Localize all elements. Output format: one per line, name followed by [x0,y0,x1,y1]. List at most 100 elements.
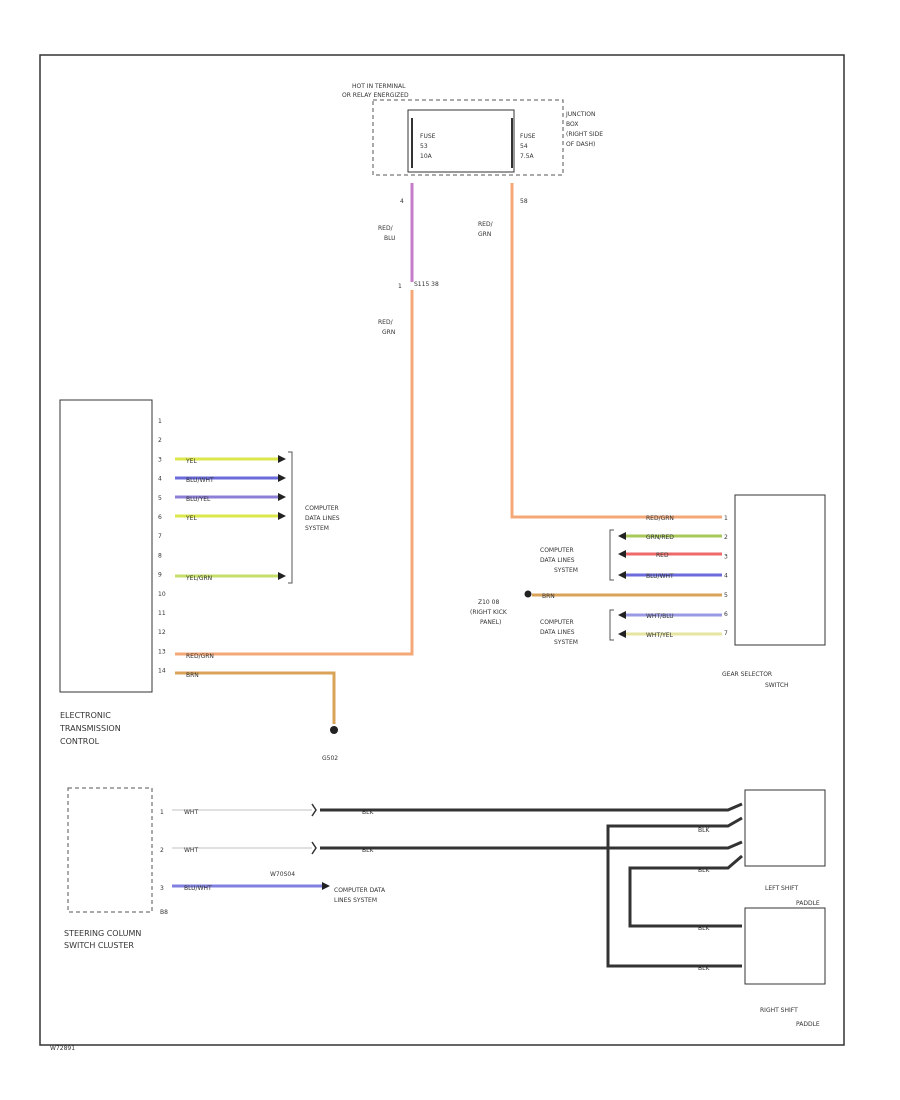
diagram-frame [39,54,845,1046]
etc-wire-label-pin13: RED/GRN [186,653,214,660]
steering-cluster-outline [67,787,153,913]
wire-blk-left-paddle-2 [320,840,743,850]
etc-label-3: CONTROL [60,737,100,746]
splice-label: S115 38 [414,281,439,288]
etc-pin-7: 7 [158,533,162,540]
wire-blk-left-paddle-1 [320,802,743,812]
gear-data-bracket-bottom [609,609,614,641]
etc-wire-label-pin5: BLU/YEL [186,496,211,503]
etc-arrow-pin3 [278,455,286,463]
left-paddle-label-2: PADDLE [796,900,820,907]
gear-arrow-pin3 [618,550,626,558]
junction-label-2: BOX [566,121,578,128]
gear-pin-2: 2 [724,534,728,541]
gear-data-bottom-label-1: COMPUTER [540,619,574,626]
gear-data-top-label-3: SYSTEM [554,567,578,574]
etc-pin-2: 2 [158,437,162,444]
steering-label-1: STEERING COLUMN [64,929,141,938]
steering-data-connector: W70S04 [270,871,295,878]
gear-data-top-label-1: COMPUTER [540,547,574,554]
etc-pin-5: 5 [158,495,162,502]
steering-block-pin: B8 [160,909,168,916]
gear-wire-label-3: RED [656,552,669,559]
gear-wire-label-6: WHT/BLU [646,613,674,620]
gear-pin-7: 7 [724,630,728,637]
wire-red-grn-gear [510,183,722,519]
etc-pin-12: 12 [158,629,166,636]
junction-box: HOT IN TERMINAL OR RELAY ENERGIZED FUSE … [342,83,603,205]
left-paddle-label-1: LEFT SHIFT [765,885,798,892]
etc-pin-6: 6 [158,514,162,521]
junction-label-3: (RIGHT SIDE [566,131,603,138]
wire-blk-loop-outer [606,816,743,968]
steering-label-2: SWITCH CLUSTER [64,941,134,950]
diagram-code: W72891 [50,1045,75,1052]
etc-pin-13: 13 [158,648,166,655]
etc-data-bracket [288,451,293,584]
etc-pin-1: 1 [158,418,162,425]
etc-pin-3: 3 [158,456,162,463]
etc-wire-label-pin6: YEL [185,515,197,522]
steering-connector-1-icon [311,803,317,817]
wire-etc-pin14 [175,671,336,724]
wire-red-grn-label-2: GRN [382,329,395,336]
gear-arrow-pin2 [618,532,626,540]
gear-arrow-pin6 [618,611,626,619]
junction-header-line2: OR RELAY ENERGIZED [342,92,409,99]
gear-wire-label-1: RED/GRN [646,515,674,522]
ground-g502-label: G502 [322,755,338,762]
etc-data-lines-label-2: DATA LINES [305,515,340,522]
gear-wire-label-5: BRN [542,593,555,600]
gear-ground-label-3: PANEL) [480,619,501,626]
gear-selector-body [734,494,826,646]
right-paddle-label-1: RIGHT SHIFT [760,1007,798,1014]
wire-red-grn-label-1: RED/ [378,319,394,326]
etc-wire-label-pin14: BRN [186,672,199,679]
fuse-54-label-2: 54 [520,143,528,150]
junction-pin-left: 4 [400,198,404,205]
etc-arrow-pin9 [278,572,286,580]
left-shift-paddle: LEFT SHIFT PADDLE [744,789,826,907]
junction-label-4: OF DASH) [566,141,595,148]
wire-right-red-grn-label-1: RED/ [478,221,494,228]
right-paddle-label-2: PADDLE [796,1021,820,1028]
gear-data-bracket-top [609,529,614,581]
steering-blk-label-1: BLK [362,809,374,816]
gear-ground-label-2: (RIGHT KICK [470,609,508,616]
etc-label-1: ELECTRONIC [60,711,111,720]
etc-label-2: TRANSMISSION [59,724,121,733]
fuse-53-label-2: 53 [420,143,428,150]
steering-pin-1: 1 [160,809,164,816]
steering-data-label-2: LINES SYSTEM [334,897,377,904]
gear-data-top-label-2: DATA LINES [540,557,575,564]
fuse-53-label-1: FUSE [420,133,436,140]
etc-data-lines-label-3: SYSTEM [305,525,329,532]
right-shift-paddle: RIGHT SHIFT PADDLE [744,907,826,1028]
paddle-blk-label-1: BLK [698,827,710,834]
paddle-blk-label-2: BLK [698,867,710,874]
steering-pin-3: 3 [160,885,164,892]
gear-wire-label-2: GRN/RED [646,534,674,541]
junction-header-line1: HOT IN TERMINAL [352,83,406,90]
fuse-block [407,109,515,173]
gear-selector-label-1: GEAR SELECTOR [722,671,772,678]
etc-pin-8: 8 [158,552,162,559]
gear-arrow-pin4 [618,571,626,579]
gear-selector-label-2: SWITCH [765,682,789,689]
gear-data-bottom-label-2: DATA LINES [540,629,575,636]
gear-ground-label-1: Z10 08 [478,599,499,606]
steering-data-arrow [322,882,330,890]
gear-pin-6: 6 [724,611,728,618]
etc-pin-14: 14 [158,668,166,675]
steering-data-label-1: COMPUTER DATA [334,887,386,894]
etc-arrow-pin5 [278,493,286,501]
etc-wire-label-pin9: YEL/GRN [185,575,212,582]
etc-pin-10: 10 [158,591,166,598]
paddle-blk-label-4: BLK [698,965,710,972]
ground-g502-icon [330,726,338,734]
